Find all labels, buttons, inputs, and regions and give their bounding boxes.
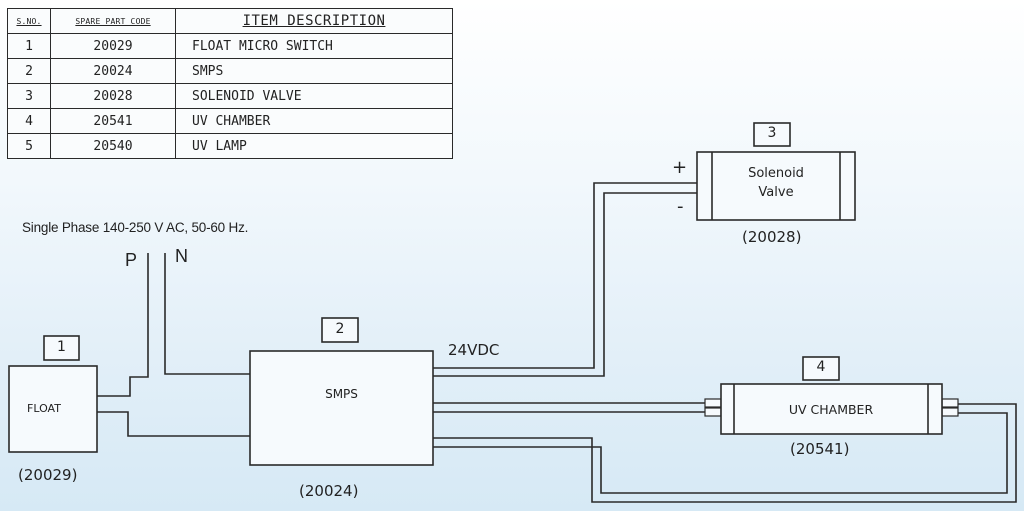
table-row: 1 20029 FLOAT MICRO SWITCH [7,33,453,59]
solenoid-plus: + [672,157,688,178]
wire-uv-right-2 [433,412,1008,494]
uv-left-connectors [704,398,722,417]
cell-description: FLOAT MICRO SWITCH [175,33,453,59]
float-code: (20029) [18,466,78,484]
float-name: FLOAT [27,402,61,415]
uv-chamber-code: (20541) [790,440,850,458]
float-box [8,365,98,453]
cell-description: UV CHAMBER [175,108,453,134]
cell-sno: 4 [7,108,51,134]
wires [97,182,1017,503]
smps-number-box [321,317,359,343]
wire-phase [97,253,149,397]
solenoid-number-box [753,122,791,147]
parts-table: S.NO. SPARE PART CODE ITEM DESCRIPTION 1… [7,8,453,159]
uv-chamber-box [720,383,943,435]
supply-label: Single Phase 140-250 V AC, 50-60 Hz. [22,220,249,235]
table-row: 3 20028 SOLENOID VALVE [7,83,453,109]
neutral-label: N [175,246,188,266]
solenoid-box [696,151,856,221]
wire-solenoid-minus [433,192,697,377]
uv-right-connectors [941,398,959,417]
uv-number-box [802,356,840,381]
wire-uv-right-1 [433,403,1017,503]
cell-sno: 5 [7,133,51,159]
table-row: 2 20024 SMPS [7,58,453,84]
header-sno: S.NO. [7,8,51,34]
cell-code: 20541 [50,108,176,134]
cell-sno: 1 [7,33,51,59]
smps-box [249,350,434,466]
solenoid-minus: - [677,196,684,217]
cell-code: 20540 [50,133,176,159]
wire-float-smps [97,411,250,437]
table-header-row: S.NO. SPARE PART CODE ITEM DESCRIPTION [7,8,453,34]
cell-code: 20029 [50,33,176,59]
uv-number: 4 [816,359,826,375]
smps-code: (20024) [299,482,359,500]
cell-sno: 2 [7,58,51,84]
smps-output-label: 24VDC [448,341,500,359]
table-row: 4 20541 UV CHAMBER [7,108,453,134]
wire-neutral [164,253,250,375]
smps-name: SMPS [325,387,358,401]
float-number: 1 [57,339,66,355]
cell-description: SMPS [175,58,453,84]
solenoid-code: (20028) [742,228,802,246]
solenoid-number: 3 [767,125,777,141]
phase-label: P [125,250,138,270]
solenoid-name-line1: Solenoid [748,166,804,181]
solenoid-name-line2: Valve [758,185,794,200]
cell-description: UV LAMP [175,133,453,159]
wire-solenoid-plus [433,182,697,369]
smps-number: 2 [335,321,345,337]
table-row: 5 20540 UV LAMP [7,133,453,159]
cell-code: 20024 [50,58,176,84]
uv-chamber-name: UV CHAMBER [788,402,874,417]
cell-code: 20028 [50,83,176,109]
float-number-box [43,335,80,361]
